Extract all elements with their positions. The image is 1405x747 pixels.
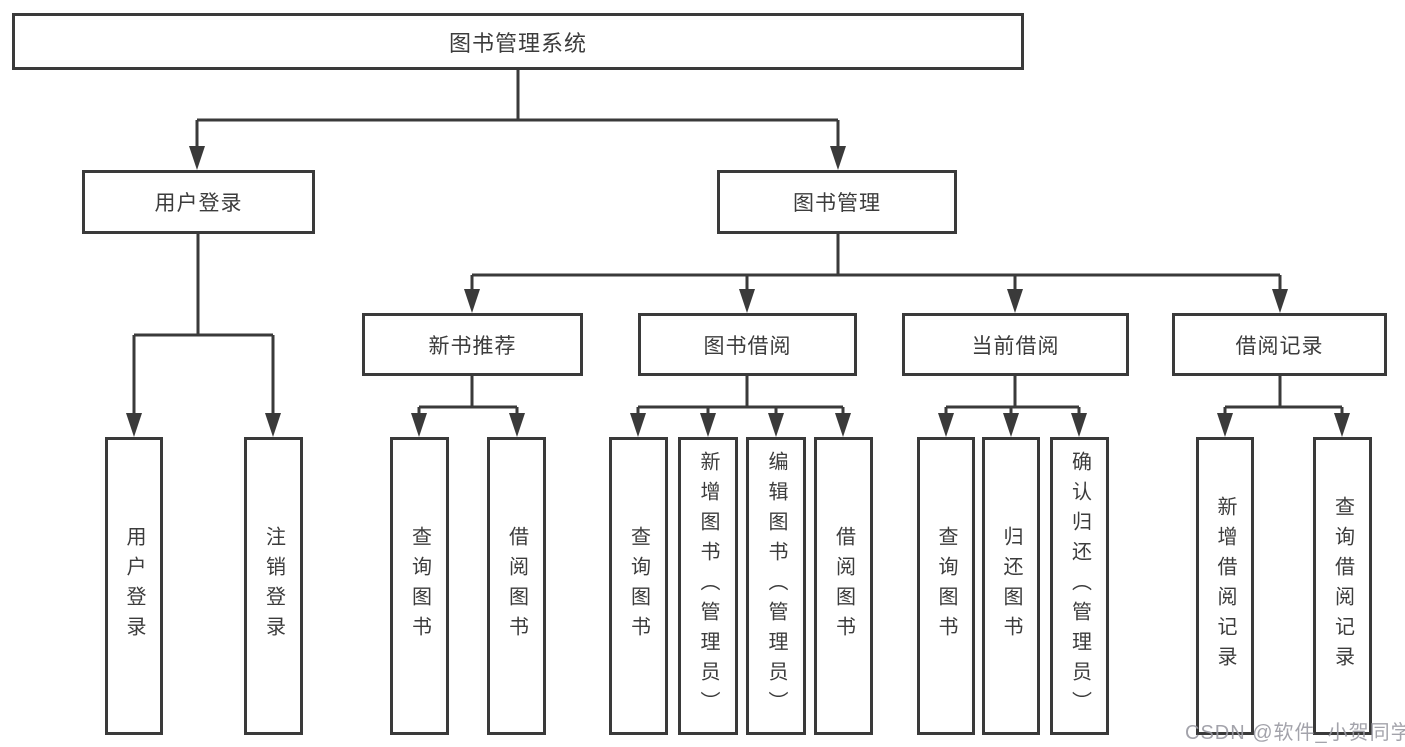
leaf-edit-books-admin: 编辑图书（管理员） <box>746 437 806 735</box>
node-current-borrow-label: 当前借阅 <box>971 334 1060 358</box>
connector-user-login-to-leaves <box>126 234 281 437</box>
connector-book-mgmt-to-level3 <box>464 234 1288 313</box>
leaf-query-books-3: 查询图书 <box>917 437 975 735</box>
node-library-system: 图书管理系统 <box>12 13 1024 70</box>
csdn-watermark: CSDN @软件_小贺同学 <box>1185 722 1405 744</box>
leaf-return-books-label: 归还图书 <box>1000 526 1022 646</box>
leaf-return-books: 归还图书 <box>982 437 1040 735</box>
leaf-query-borrow-record-label: 查询借阅记录 <box>1331 496 1354 676</box>
leaf-add-books-admin-label: 新增图书（管理员） <box>697 451 719 721</box>
leaf-borrow-books-1: 借阅图书 <box>487 437 546 735</box>
leaf-query-books-3-label: 查询图书 <box>935 526 957 646</box>
leaf-add-books-admin: 新增图书（管理员） <box>678 437 738 735</box>
node-book-mgmt-label: 图书管理 <box>793 192 881 215</box>
node-new-book-rec-label: 新书推荐 <box>428 334 517 358</box>
node-book-mgmt: 图书管理 <box>717 170 957 234</box>
node-book-borrow-label: 图书借阅 <box>703 334 792 358</box>
leaf-edit-books-admin-label: 编辑图书（管理员） <box>765 451 787 721</box>
node-borrow-record: 借阅记录 <box>1172 313 1387 376</box>
node-borrow-record-label: 借阅记录 <box>1235 334 1324 358</box>
leaf-query-books-2: 查询图书 <box>609 437 668 735</box>
leaf-query-borrow-record: 查询借阅记录 <box>1313 437 1372 735</box>
connector-new-book-rec-to-leaves <box>411 376 525 437</box>
node-library-system-label: 图书管理系统 <box>448 30 587 56</box>
connector-borrow-record-to-leaves <box>1217 376 1350 437</box>
node-book-borrow: 图书借阅 <box>638 313 857 376</box>
connector-current-borrow-to-leaves <box>938 376 1087 437</box>
node-current-borrow: 当前借阅 <box>902 313 1129 376</box>
leaf-logout-label: 注销登录 <box>262 526 285 646</box>
leaf-query-books-1-label: 查询图书 <box>408 526 431 646</box>
connector-book-borrow-to-leaves <box>630 376 851 437</box>
leaf-confirm-return-admin-label: 确认归还（管理员） <box>1068 451 1091 721</box>
leaf-user-login: 用户登录 <box>105 437 163 735</box>
leaf-add-borrow-record-label: 新增借阅记录 <box>1214 496 1236 676</box>
leaf-user-login-label: 用户登录 <box>123 526 145 646</box>
leaf-query-books-1: 查询图书 <box>390 437 449 735</box>
leaf-logout: 注销登录 <box>244 437 303 735</box>
leaf-borrow-books-2: 借阅图书 <box>814 437 873 735</box>
leaf-add-borrow-record: 新增借阅记录 <box>1196 437 1254 735</box>
leaf-borrow-books-2-label: 借阅图书 <box>832 526 855 646</box>
leaf-borrow-books-1-label: 借阅图书 <box>505 526 528 646</box>
connector-root-to-level2 <box>189 70 846 170</box>
node-new-book-rec: 新书推荐 <box>362 313 583 376</box>
leaf-query-books-2-label: 查询图书 <box>627 526 650 646</box>
node-user-login-label: 用户登录 <box>154 192 243 215</box>
leaf-confirm-return-admin: 确认归还（管理员） <box>1050 437 1109 735</box>
node-user-login: 用户登录 <box>82 170 315 234</box>
